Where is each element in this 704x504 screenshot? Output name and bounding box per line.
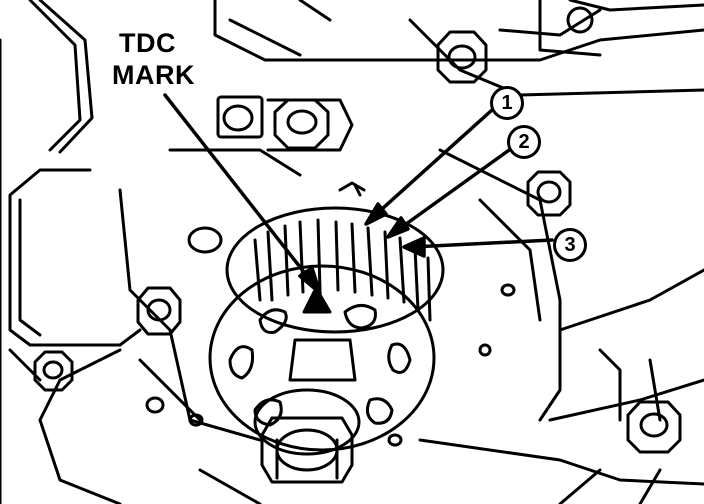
bolt-lower-right	[626, 400, 682, 454]
callout-arrow-1	[364, 108, 494, 226]
bolt-upper-middle	[266, 98, 354, 152]
block-holes	[145, 6, 594, 447]
tdc-pointer-arrow	[163, 93, 322, 295]
bolt-left	[136, 286, 182, 336]
sprocket-face	[208, 264, 436, 452]
bolt-right	[526, 170, 572, 217]
callout-arrow-3	[402, 236, 554, 258]
sprocket-teeth	[225, 206, 445, 334]
tdc-label-line1: TDC	[119, 28, 176, 58]
sprocket-center-bolt	[253, 388, 361, 484]
tdc-label-line2: MARK	[112, 60, 195, 90]
bolt-top	[436, 30, 488, 84]
bolt-far-left	[33, 350, 74, 392]
callout-arrow-2	[386, 146, 514, 239]
callout-number-1: 1	[490, 86, 524, 120]
callout-number-2: 2	[507, 125, 541, 159]
callout-number-3: 3	[553, 228, 587, 262]
